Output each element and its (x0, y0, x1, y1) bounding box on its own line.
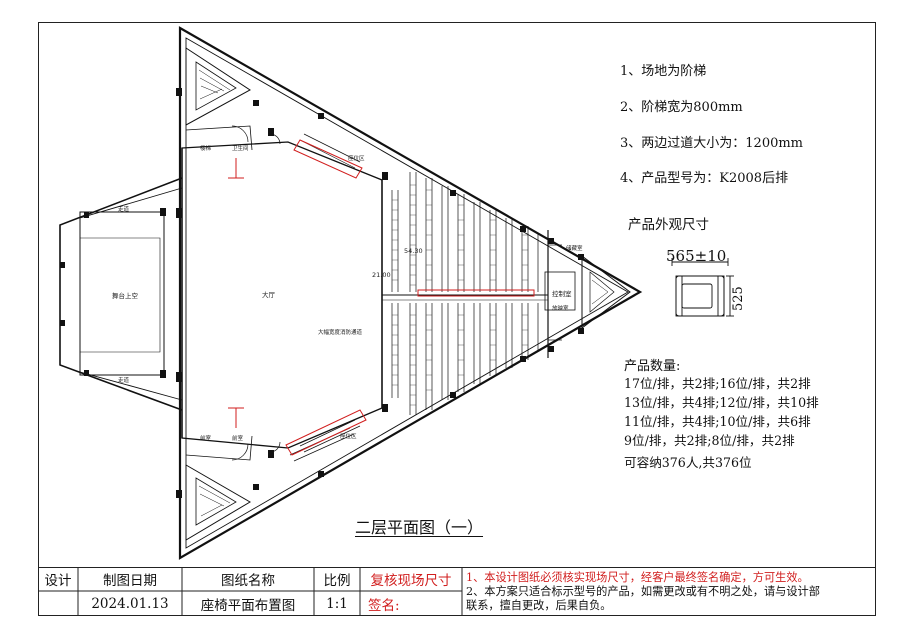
plan-title-text: 二层平面图（一） (355, 518, 484, 537)
note-1: 1、场地为阶梯 (620, 64, 707, 79)
product-depth: 525 (731, 286, 746, 311)
disclaimer-2-line2: 联系，擅自更改，后果自负。 (466, 599, 612, 612)
outer-wall (178, 26, 643, 560)
scale-header: 比例 (323, 573, 351, 589)
dimension-1: 54.30 (404, 247, 423, 255)
product-width: 565±10 (666, 247, 726, 265)
design-header: 设计 (44, 573, 72, 589)
hall-label: 大厅 (262, 290, 276, 299)
plan-label-6: 走道 (118, 376, 130, 384)
seat-rows (391, 172, 539, 415)
note-2: 2、阶梯宽为800mm (620, 100, 743, 115)
stage-label: 舞台上空 (112, 291, 139, 300)
drawing-name-header: 图纸名称 (221, 573, 275, 589)
seat-label-bottom: 座位区 (340, 432, 357, 440)
quantity-line: 13位/排，共4排;12位/排，共10排 (624, 395, 819, 410)
quantity-line: 17位/排，共2排;16位/排，共2排 (624, 376, 811, 391)
plan-label-9: 大幅宽度消防通道 (318, 328, 363, 336)
plan-label-3: 前室 (200, 434, 212, 442)
plan-label-1: 楼梯 (200, 144, 212, 152)
plan-title: 二层平面图（一） (355, 514, 483, 538)
date-header: 制图日期 (103, 573, 157, 589)
control-room-label: 控制室 (552, 289, 572, 298)
plan-label-5: 走道 (118, 205, 130, 213)
title-block-grid (38, 567, 876, 616)
disclaimer-2-line1: 2、本方案只适合标示型号的产品，如需更改或有不明之处，请与设计部 (466, 585, 820, 598)
seat-label-top: 座位区 (348, 154, 365, 162)
plan-label-4: 前室 (232, 434, 244, 442)
disclaimer-1: 1、本设计图纸必须核实现场尺寸，经客户最终签名确定，方可生效。 (466, 571, 809, 584)
note-4: 4、产品型号为：K2008后排 (620, 171, 789, 186)
stage-outline (79, 211, 165, 376)
date-value: 2024.01.13 (91, 596, 169, 612)
plan-label-7: 放映室 (552, 304, 569, 312)
inner-wall (185, 37, 629, 549)
capacity-line: 可容纳376人,共376位 (624, 455, 752, 470)
plan-label-8: 储藏室 (566, 244, 583, 252)
scale-value: 1:1 (326, 596, 348, 612)
quantity-line: 11位/排，共4排;10位/排，共6排 (624, 414, 811, 429)
drawing-name-value: 座椅平面布置图 (200, 598, 296, 614)
hall-outline (181, 141, 383, 449)
product-spec-title: 产品外观尺寸 (628, 217, 709, 233)
dimension-2: 21.00 (372, 271, 391, 279)
plan-label-2: 卫生间 (232, 144, 249, 152)
product-outline-drawing (671, 258, 734, 317)
signature-field: 签名: (368, 598, 400, 614)
quantity-line: 9位/排，共2排;8位/排，共2排 (624, 433, 795, 448)
note-3: 3、两边过道大小为：1200mm (620, 136, 804, 151)
stage-wing-wall (59, 177, 183, 411)
quantity-title: 产品数量: (624, 359, 681, 374)
verify-dimensions-header: 复核现场尺寸 (370, 573, 452, 589)
